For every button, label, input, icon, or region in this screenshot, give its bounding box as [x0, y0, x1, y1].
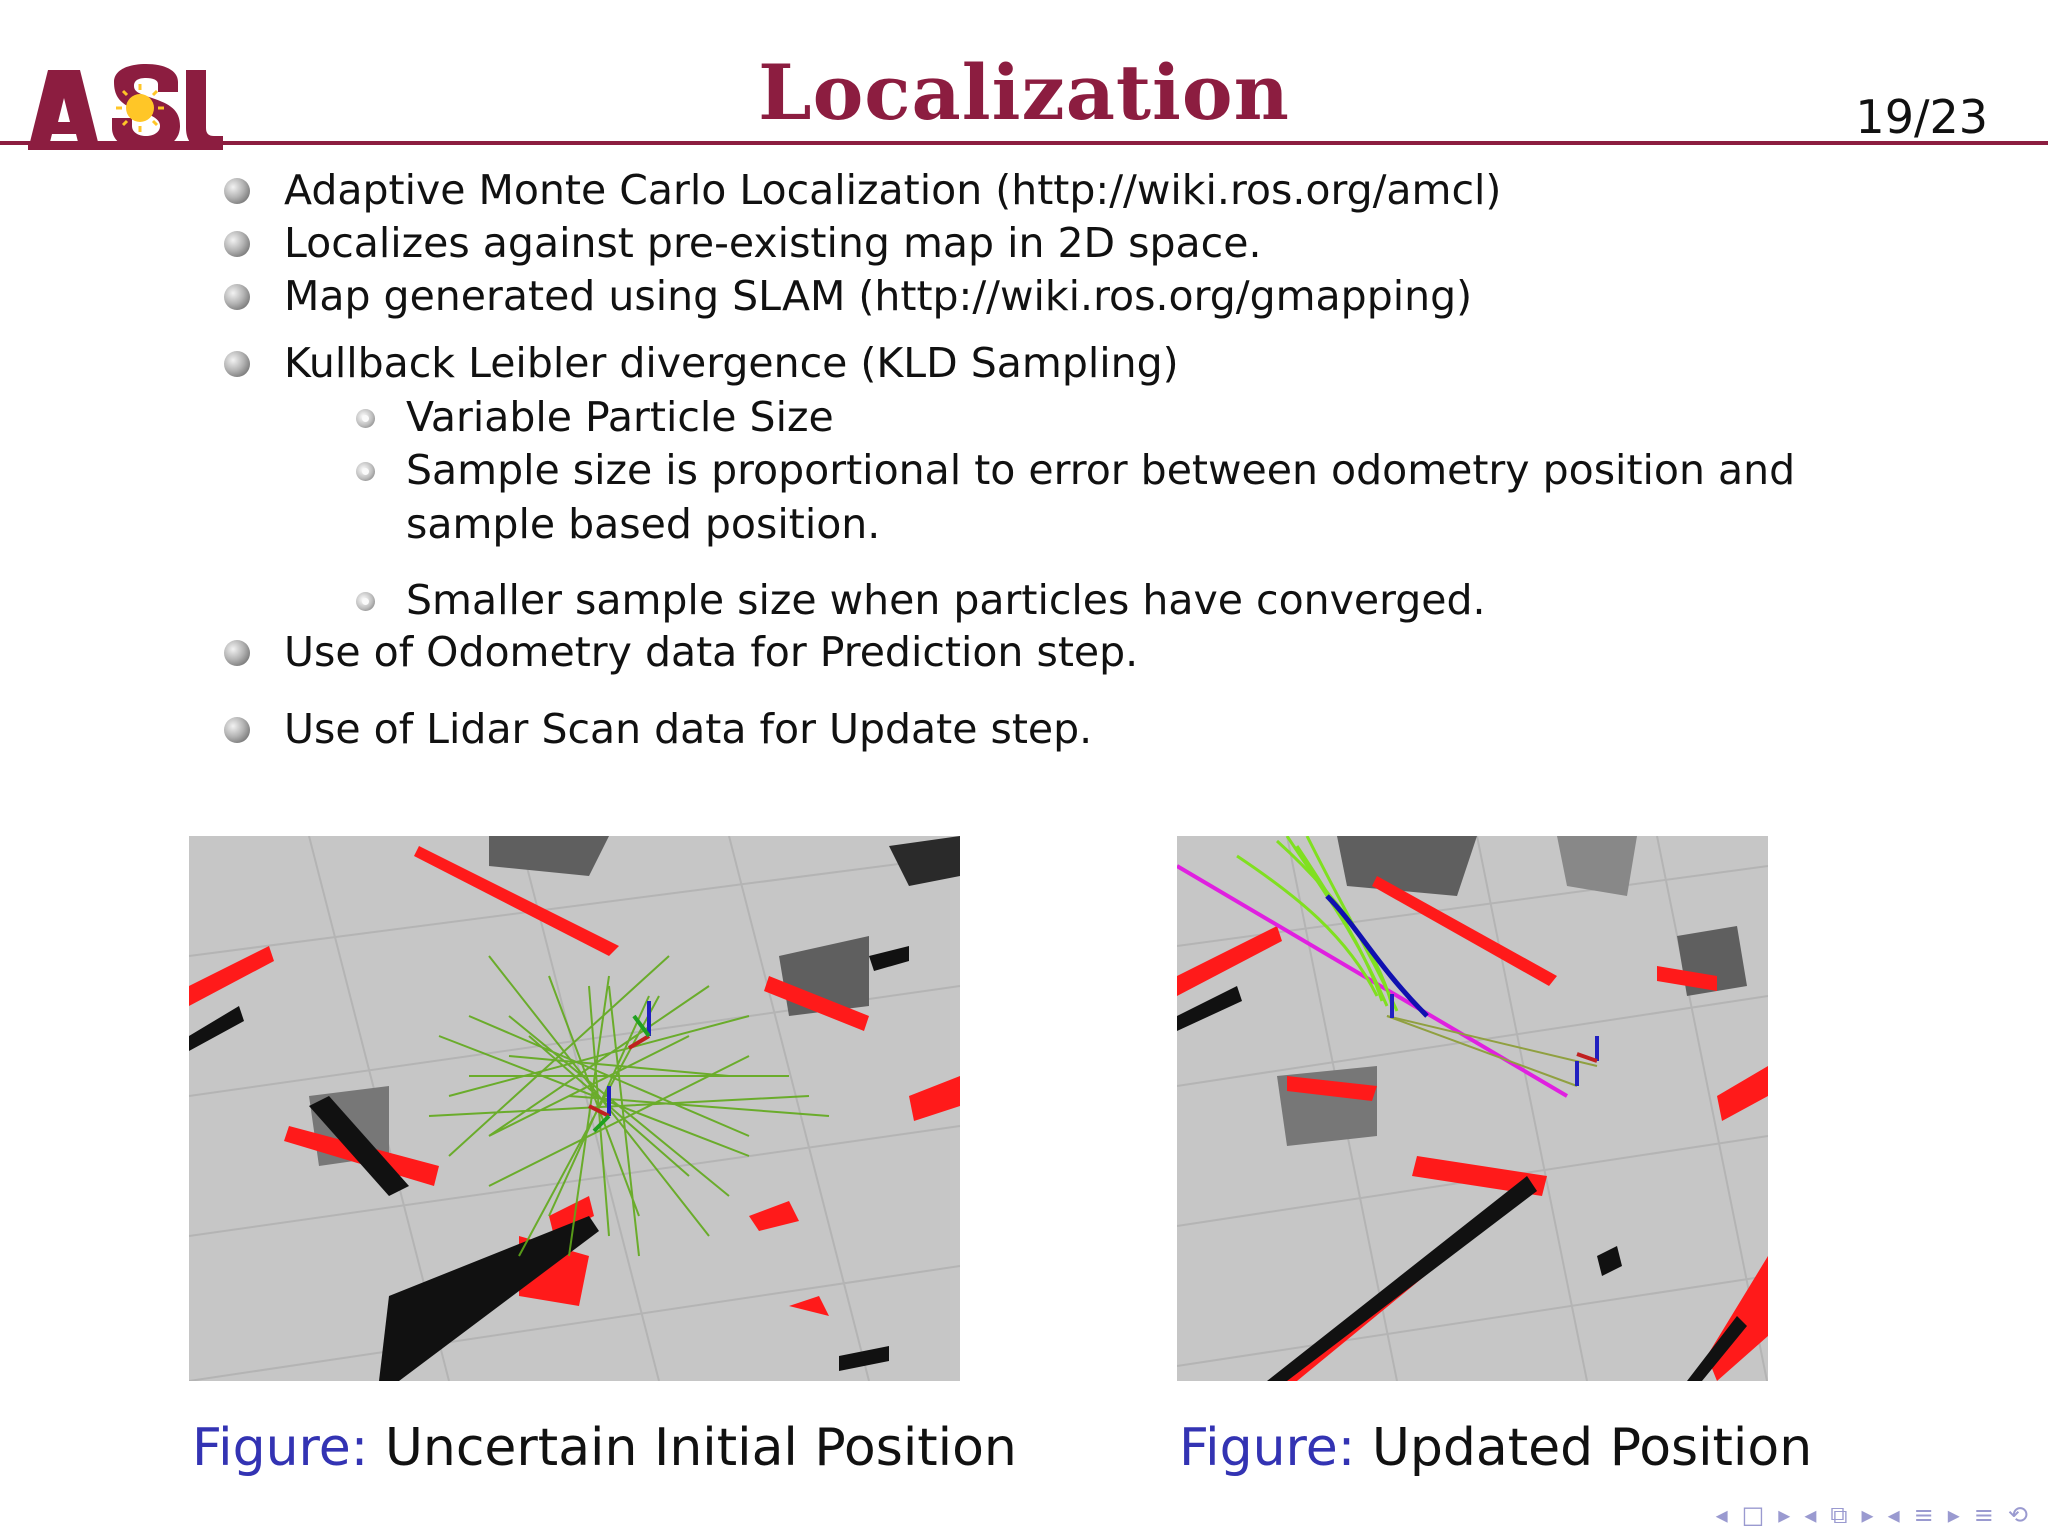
bullet-item: Localizes against pre-existing map in 2D…	[284, 219, 1262, 267]
search-icon[interactable]: ⟲	[2007, 1501, 2028, 1529]
bullet-item: Use of Lidar Scan data for Update step.	[284, 705, 1093, 753]
section-icon[interactable]: ≡	[1913, 1501, 1934, 1529]
bullet-icon	[224, 231, 250, 257]
slide-title: Localization	[758, 48, 1290, 137]
prev-section-icon[interactable]: ◂	[1887, 1501, 1900, 1529]
subbullet-item: Sample size is proportional to error bet…	[406, 446, 1796, 494]
bullet-icon	[224, 284, 250, 310]
asu-logo	[28, 64, 223, 150]
bullet-item: Use of Odometry data for Prediction step…	[284, 628, 1139, 676]
next-subsection-icon[interactable]: ▸	[1861, 1501, 1874, 1529]
bullet-item: Adaptive Monte Carlo Localization (http:…	[284, 166, 1502, 214]
figure-caption-text: Uncertain Initial Position	[384, 1418, 1017, 1478]
subbullet-icon	[356, 462, 375, 481]
figure-updated-position	[1177, 836, 1768, 1381]
subsection-icon[interactable]: ⧉	[1830, 1501, 1848, 1529]
subbullet-item: Variable Particle Size	[406, 393, 834, 441]
header-rule	[0, 141, 2048, 145]
bullet-list: Adaptive Monte Carlo Localization (http:…	[224, 166, 1796, 753]
figure-uncertain-initial-position	[189, 836, 960, 1381]
next-section-icon[interactable]: ▸	[1947, 1501, 1960, 1529]
navigation-bar: ◂ □ ▸ ◂ ⧉ ▸ ◂ ≡ ▸ ≡ ⟲	[1716, 1500, 2028, 1530]
toc-icon[interactable]: ≡	[1973, 1501, 1994, 1529]
bullet-icon	[224, 351, 250, 377]
prev-subsection-icon[interactable]: ◂	[1804, 1501, 1817, 1529]
bullet-item: Map generated using SLAM (http://wiki.ro…	[284, 272, 1473, 320]
prev-frame-icon[interactable]: ◂	[1715, 1501, 1728, 1529]
frame-icon[interactable]: □	[1741, 1501, 1765, 1529]
figure-caption: Figure: Uncertain Initial Position	[192, 1418, 1017, 1478]
figure-caption: Figure: Updated Position	[1179, 1418, 1812, 1478]
subbullet-item: Smaller sample size when particles have …	[406, 576, 1486, 624]
figure-caption-text: Updated Position	[1371, 1418, 1813, 1478]
subbullet-icon	[356, 409, 375, 428]
figure-label: Figure:	[192, 1418, 369, 1478]
subbullet-item-continuation: sample based position.	[406, 500, 881, 548]
page-number: 19/23	[1855, 90, 1988, 144]
bullet-icon	[224, 178, 250, 204]
subbullet-icon	[356, 592, 375, 611]
bullet-icon	[224, 640, 250, 666]
bullet-item: Kullback Leibler divergence (KLD Samplin…	[284, 339, 1179, 387]
next-frame-icon[interactable]: ▸	[1778, 1501, 1791, 1529]
bullet-icon	[224, 717, 250, 743]
figure-label: Figure:	[1179, 1418, 1356, 1478]
